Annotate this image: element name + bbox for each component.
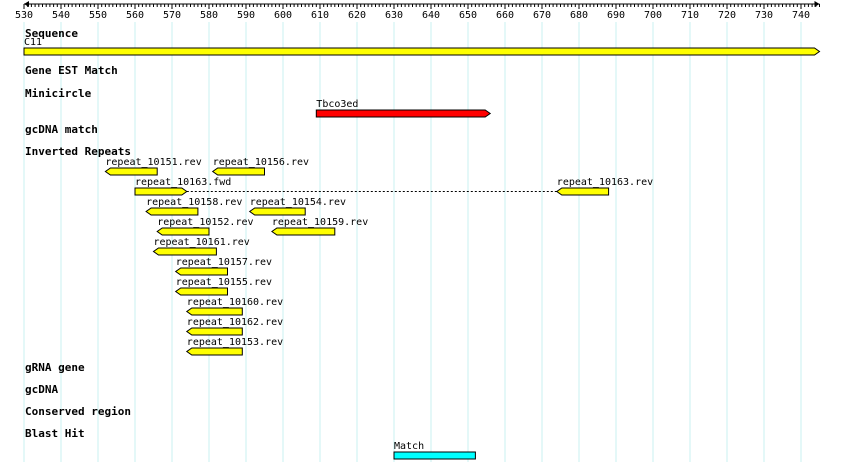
- feature-label-repeat-10151-rev: repeat_10151.rev: [105, 157, 201, 168]
- feature-label-repeat-10152-rev: repeat_10152.rev: [157, 217, 253, 228]
- feature-glyph-repeat-10154-rev[interactable]: [248, 207, 306, 216]
- grid-lines: [23, 22, 802, 462]
- ruler-tick-label: 610: [311, 10, 329, 21]
- feature-glyph-repeat-10162-rev[interactable]: [185, 327, 243, 336]
- feature-label-repeat-10159-rev: repeat_10159.rev: [272, 217, 368, 228]
- feature-glyph-repeat-10156-rev[interactable]: [211, 167, 265, 176]
- ruler-tick-label: 550: [89, 10, 107, 21]
- feature-glyph-repeat-10153-rev[interactable]: [185, 347, 243, 356]
- track-label-gcdna-match: gcDNA match: [25, 123, 98, 136]
- track-label-gcdna: gcDNA: [25, 383, 59, 396]
- feature-glyph-repeat-10161-rev[interactable]: [152, 247, 217, 256]
- feature-label-repeat-10163-rev: repeat_10163.rev: [557, 177, 653, 188]
- ruler-tick-label: 680: [570, 10, 588, 21]
- ruler-tick-label: 530: [15, 10, 33, 21]
- feature-glyph-repeat-10151-rev[interactable]: [104, 167, 158, 176]
- ruler-tick-label: 660: [496, 10, 514, 21]
- ruler-tick-label: 740: [792, 10, 810, 21]
- track-label-blast-hit: Blast Hit: [25, 427, 85, 440]
- feature-glyph-repeat-10152-rev[interactable]: [156, 227, 210, 236]
- feature-label-repeat-10160-rev: repeat_10160.rev: [187, 297, 283, 308]
- feature-glyph-repeat-10160-rev[interactable]: [185, 307, 243, 316]
- feature-label-repeat-10155-rev: repeat_10155.rev: [176, 277, 272, 288]
- feature-glyph-c11[interactable]: [23, 47, 821, 56]
- position-ruler: 530 540 550 560 570 580 590 600 610 620 630 640 650 6…: [15, 1, 820, 21]
- feature-label-c11: C11: [24, 37, 42, 48]
- track-label-gene-est-match: Gene EST Match: [25, 64, 118, 77]
- ruler-tick-label: 620: [348, 10, 366, 21]
- feature-glyph-match[interactable]: [393, 451, 476, 460]
- feature-label-repeat-10158-rev: repeat_10158.rev: [146, 197, 242, 208]
- feature-glyph-repeat-10155-rev[interactable]: [174, 287, 228, 296]
- ruler-tick-label: 690: [607, 10, 625, 21]
- feature-glyph-repeat-10159-rev[interactable]: [271, 227, 336, 236]
- feature-glyph-repeat-10163-rev[interactable]: [555, 187, 610, 196]
- feature-label-repeat-10153-rev: repeat_10153.rev: [187, 337, 283, 348]
- ruler-tick-label: 630: [385, 10, 403, 21]
- ruler-tick-label: 590: [237, 10, 255, 21]
- ruler-tick-label: 570: [163, 10, 181, 21]
- feature-label-match: Match: [394, 441, 424, 452]
- feature-glyph-repeat-10157-rev[interactable]: [174, 267, 228, 276]
- track-label-minicircle: Minicircle: [25, 87, 92, 100]
- feature-label-repeat-10163-fwd: repeat_10163.fwd: [135, 177, 231, 188]
- ruler-tick-label: 730: [755, 10, 773, 21]
- track-label-inverted-repeats: Inverted Repeats: [25, 145, 131, 158]
- ruler-tick-label: 700: [644, 10, 662, 21]
- ruler-tick-label: 670: [533, 10, 551, 21]
- feature-label-repeat-10161-rev: repeat_10161.rev: [154, 237, 250, 248]
- feature-glyph-tbco3ed[interactable]: [315, 109, 492, 118]
- ruler-tick-label: 580: [200, 10, 218, 21]
- ruler-tick-label: 540: [52, 10, 70, 21]
- ruler-tick-label: 720: [718, 10, 736, 21]
- ruler-tick-label: 560: [126, 10, 144, 21]
- feature-label-repeat-10157-rev: repeat_10157.rev: [176, 257, 272, 268]
- ruler-tick-label: 650: [459, 10, 477, 21]
- ruler-tick-label: 640: [422, 10, 440, 21]
- feature-glyph-repeat-10158-rev[interactable]: [145, 207, 199, 216]
- feature-label-repeat-10154-rev: repeat_10154.rev: [250, 197, 346, 208]
- ruler-tick-label: 710: [681, 10, 699, 21]
- feature-label-repeat-10156-rev: repeat_10156.rev: [213, 157, 309, 168]
- track-label-conserved-region: Conserved region: [25, 405, 131, 418]
- ruler-tick-label: 600: [274, 10, 292, 21]
- track-label-grna-gene: gRNA gene: [25, 361, 85, 374]
- feature-glyph-repeat-10163-fwd[interactable]: [134, 187, 188, 196]
- track-label-sequence: Sequence: [25, 27, 78, 40]
- feature-label-tbco3ed: Tbco3ed: [316, 99, 358, 110]
- feature-label-repeat-10162-rev: repeat_10162.rev: [187, 317, 283, 328]
